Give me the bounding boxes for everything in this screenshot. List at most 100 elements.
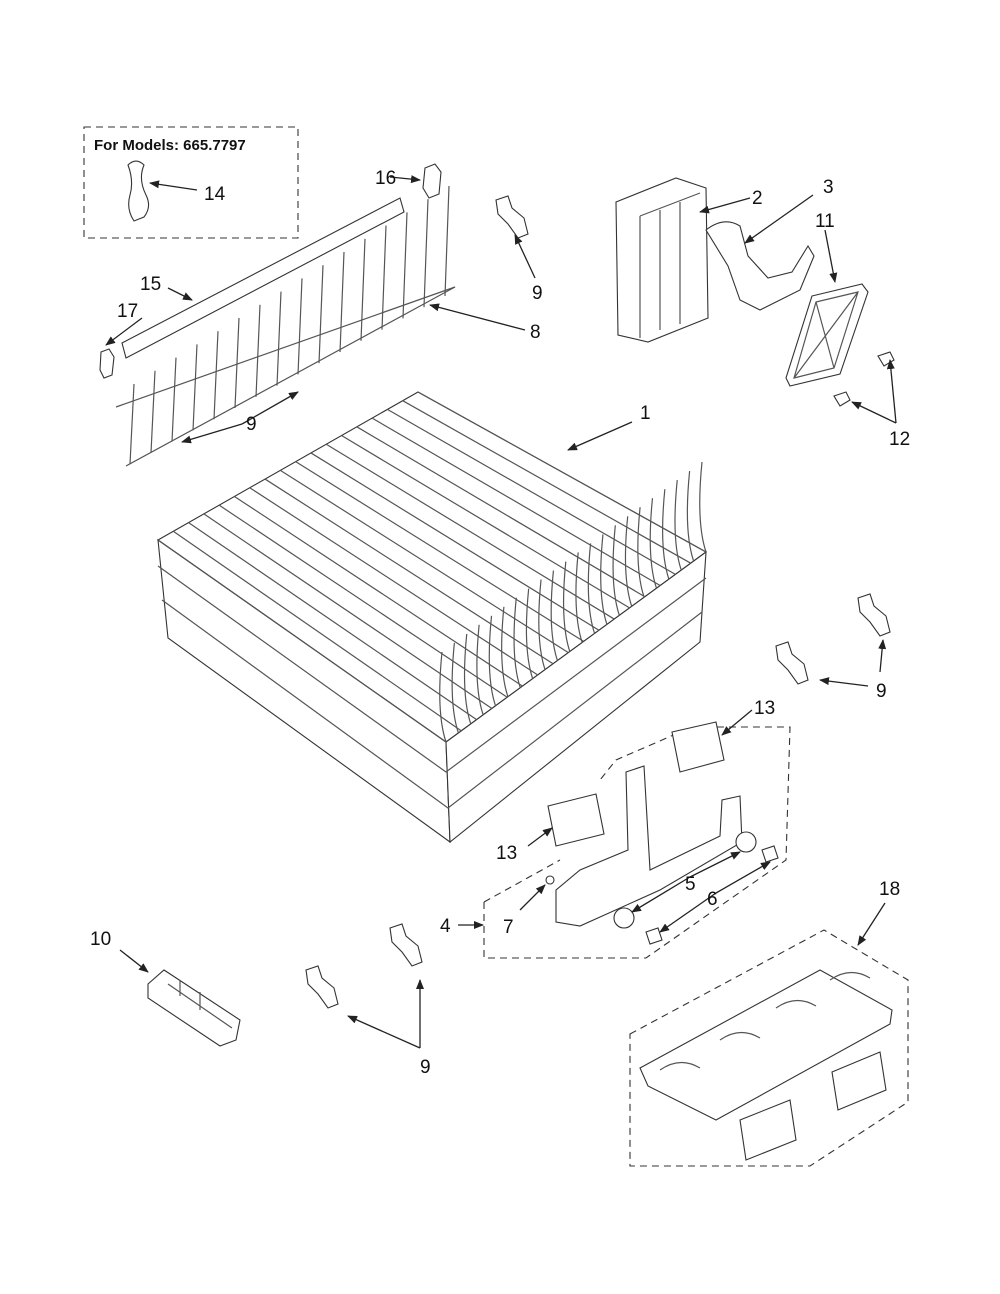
part-3-lever (705, 221, 815, 311)
rack-tine (562, 561, 571, 652)
part-4-bracket (555, 765, 743, 927)
part-12-screw-b (833, 391, 851, 407)
rack-tine (513, 597, 521, 688)
callout-1: 1 (640, 403, 651, 424)
callout-3: 3 (823, 177, 834, 198)
rack-tine (575, 552, 583, 643)
tine-wire (360, 238, 366, 341)
tine-wire (255, 304, 261, 397)
tine-wire (192, 344, 198, 431)
rack-tine (439, 651, 447, 743)
rack-tine (550, 570, 558, 661)
lower-assembly-box: 13 13 5 6 7 4 (440, 698, 791, 959)
tine-row-assembly: 16 15 17 8 9 (99, 163, 541, 467)
rack-tine (488, 615, 497, 706)
callout-5: 5 (685, 874, 696, 895)
rack-wire (234, 495, 523, 687)
rack-tine (600, 534, 608, 625)
rack-tine (525, 588, 534, 679)
rack-tine (637, 507, 645, 598)
rack-tine (649, 498, 658, 589)
callout-2: 2 (752, 188, 763, 209)
tine-wire (276, 291, 282, 386)
callout-9-bottom: 9 (420, 1057, 431, 1078)
part-13-clip-upper (671, 721, 725, 773)
callout-15: 15 (140, 274, 161, 295)
models-note-text: For Models: 665.7797 (94, 137, 246, 154)
tine-wire (150, 370, 156, 453)
part-17-clip (99, 348, 115, 379)
rack-tine (624, 516, 633, 607)
rack-wire (356, 426, 646, 598)
tine-wire (381, 225, 387, 330)
part-16-clip (422, 163, 442, 199)
rack-wire (218, 504, 508, 698)
callout-9-tine-row: 9 (246, 414, 257, 435)
rack-wire (295, 461, 584, 642)
part-14-clip (127, 160, 150, 222)
part-12-screw-a (877, 351, 895, 367)
part-9-clip-top: 9 (495, 195, 543, 304)
models-note-box: For Models: 665.7797 14 (83, 126, 299, 239)
rack-tine (501, 606, 509, 697)
part-13-clip-lower (547, 793, 605, 847)
rack-wire (325, 443, 615, 620)
callout-9-right: 9 (876, 681, 887, 702)
callout-10: 10 (90, 929, 111, 950)
callout-4: 4 (440, 916, 451, 937)
rack-wire (387, 408, 676, 575)
callout-16: 16 (375, 168, 396, 189)
rack-tine (463, 633, 472, 725)
part-15-rail (121, 197, 405, 359)
rack-wires (157, 391, 707, 743)
rack-wire (172, 530, 462, 732)
part-1-rack: 1 (156, 391, 708, 844)
callout-13-upper: 13 (754, 698, 775, 719)
part-2-housing (615, 177, 709, 343)
tine-wire (297, 278, 303, 375)
callout-17: 17 (117, 301, 138, 322)
callout-14: 14 (204, 184, 226, 205)
tine-wire (171, 357, 177, 442)
part-18-assembly: 18 (629, 879, 909, 1167)
part-7-screw (545, 875, 555, 885)
rack-tine (699, 461, 707, 553)
rack-wire (264, 478, 554, 665)
part-6-axle-b (645, 927, 663, 945)
callout-18: 18 (879, 879, 900, 900)
tine-wire (444, 185, 450, 297)
tine-wire (402, 212, 408, 319)
callout-7: 7 (503, 917, 514, 938)
rack-wire (203, 513, 493, 709)
tine-wire (339, 251, 345, 353)
adjuster-assembly: 2 3 11 12 (615, 177, 910, 450)
rack-tine (674, 480, 682, 571)
callout-8: 8 (530, 322, 541, 343)
tine-wire (423, 199, 429, 308)
callout-9-top: 9 (532, 283, 543, 304)
rack-wire (157, 539, 447, 743)
tine-wire (213, 331, 219, 420)
tine-wire (234, 317, 240, 409)
rack-tine (662, 489, 670, 580)
rack-tine (451, 642, 459, 734)
rack-tine (587, 543, 596, 634)
tine-wire (129, 383, 135, 465)
part-6-axle-a (761, 845, 779, 863)
rack-wire (280, 469, 569, 654)
tine-wire (318, 265, 324, 364)
part-5-wheel-a (735, 831, 757, 853)
rack-tine (612, 525, 620, 616)
part-9-clips-right: 9 (775, 593, 891, 702)
part-10-bracket: 10 (90, 929, 241, 1047)
part-5-wheel-b (613, 907, 635, 929)
rack-wire (188, 522, 477, 721)
rack-wire (371, 417, 661, 587)
part-9-clips-bottom: 9 (305, 923, 431, 1078)
rack-wire (402, 400, 692, 564)
tines (129, 185, 450, 465)
callout-6: 6 (707, 889, 718, 910)
rack-wire (417, 391, 707, 553)
rack-wire (341, 435, 630, 609)
